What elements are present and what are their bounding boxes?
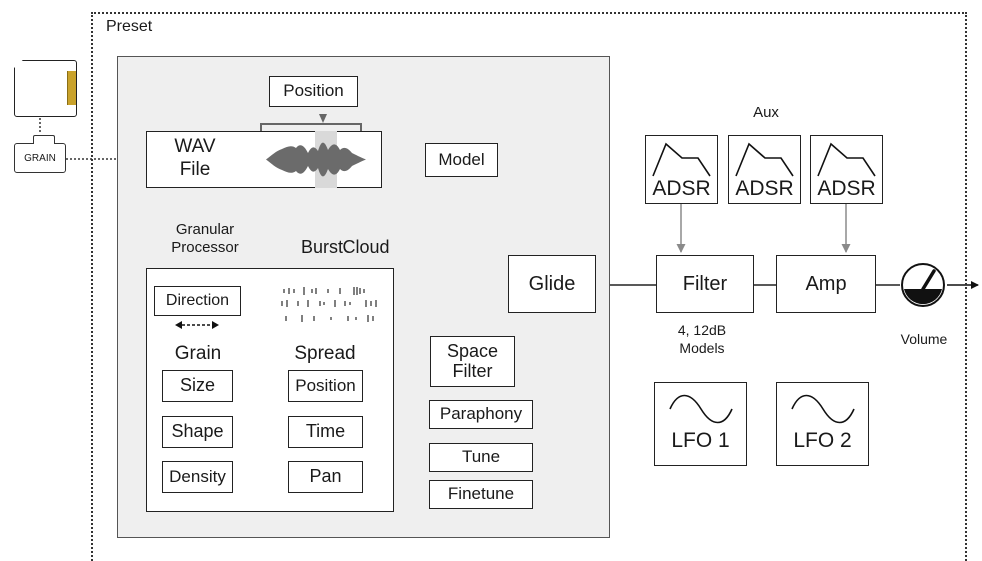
filter-note-line2: Models (679, 340, 725, 356)
position-box[interactable]: Position (269, 76, 358, 107)
filter-label: Filter (682, 273, 728, 295)
sd-card-contacts (67, 71, 76, 105)
amp-label: Amp (805, 273, 847, 295)
preset-title: Preset (106, 18, 153, 35)
filter-note-line1: 4, 12dB (677, 322, 727, 338)
spread-position-box[interactable]: Position (288, 370, 363, 402)
direction-label: Direction (165, 292, 230, 310)
amp-envelope-label: ADSR (817, 177, 876, 200)
adsr-envelope-icon (817, 142, 876, 177)
grain-size-box[interactable]: Size (162, 370, 233, 402)
granular-title-line2: Processor (171, 239, 239, 256)
lfo2-tile[interactable]: LFO 2 (776, 382, 869, 466)
wav-label-line1: WAV (174, 136, 216, 157)
lfo2-label: LFO 2 (793, 429, 852, 452)
position-bracket (260, 114, 362, 136)
lfo1-label: LFO 1 (671, 429, 730, 452)
aux-envelope-tile[interactable]: ADSR (728, 135, 801, 204)
adsr-envelope-icon (735, 142, 794, 177)
amp-box[interactable]: Amp (776, 255, 876, 313)
glide-box[interactable]: Glide (508, 255, 596, 313)
filter-box[interactable]: Filter (656, 255, 754, 313)
grain-size-label: Size (179, 375, 215, 396)
wav-label-line2: File (179, 159, 211, 180)
spread-heading: Spread (294, 343, 356, 364)
direction-box[interactable]: Direction (154, 286, 241, 316)
space-filter-box[interactable]: Space Filter (430, 336, 515, 387)
sd-card-icon (14, 60, 77, 117)
grain-shape-box[interactable]: Shape (162, 416, 233, 448)
grain-folder-label: GRAIN (24, 152, 56, 164)
grain-scatter-icon (281, 287, 377, 322)
granular-title-line1: Granular (175, 221, 235, 238)
volume-knob-hit-area[interactable] (901, 263, 945, 307)
finetune-label: Finetune (447, 484, 515, 504)
grain-density-box[interactable]: Density (162, 461, 233, 493)
filter-envelope-tile[interactable]: ADSR (645, 135, 718, 204)
tune-box[interactable]: Tune (429, 443, 533, 472)
paraphony-box[interactable]: Paraphony (429, 400, 533, 429)
wav-file-box[interactable] (146, 131, 382, 188)
model-label: Model (438, 149, 485, 169)
waveform-icon (266, 131, 366, 188)
cloud-option[interactable]: Cloud (342, 237, 390, 257)
grain-shape-label: Shape (171, 421, 224, 442)
adsr-envelope-icon (652, 142, 711, 177)
burst-option[interactable]: Burst (300, 237, 343, 257)
tune-label: Tune (461, 447, 501, 467)
space-filter-line1: Space (446, 340, 499, 361)
grain-folder[interactable]: GRAIN (14, 143, 66, 173)
sine-wave-icon (669, 394, 733, 424)
spread-time-box[interactable]: Time (288, 416, 363, 448)
preset-boundary (91, 12, 967, 561)
aux-envelope-label: ADSR (735, 177, 794, 200)
amp-envelope-tile[interactable]: ADSR (810, 135, 883, 204)
filter-envelope-label: ADSR (652, 177, 711, 200)
bidirectional-arrow-icon (175, 321, 219, 329)
glide-label: Glide (528, 273, 576, 295)
spread-pan-box[interactable]: Pan (288, 461, 363, 493)
paraphony-label: Paraphony (439, 404, 523, 424)
grain-heading: Grain (174, 343, 222, 364)
spread-time-label: Time (305, 421, 346, 442)
spread-pan-label: Pan (309, 466, 342, 487)
spread-position-label: Position (295, 375, 356, 395)
aux-label: Aux (753, 104, 779, 121)
grain-folder-tab (33, 135, 55, 144)
lfo1-tile[interactable]: LFO 1 (654, 382, 747, 466)
model-box[interactable]: Model (425, 143, 498, 177)
volume-knob-icon (901, 263, 945, 307)
finetune-box[interactable]: Finetune (429, 480, 533, 509)
volume-label: Volume (900, 331, 948, 347)
space-filter-line2: Filter (452, 360, 493, 381)
grain-density-label: Density (169, 466, 226, 486)
position-label: Position (283, 81, 344, 101)
sine-wave-icon (791, 394, 855, 424)
